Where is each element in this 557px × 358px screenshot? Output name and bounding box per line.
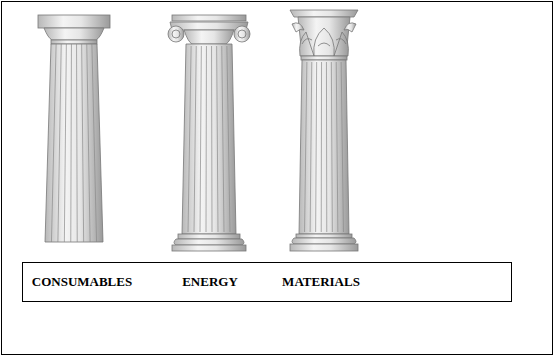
- flute: [200, 46, 201, 232]
- flute: [70, 44, 72, 242]
- flute: [76, 44, 78, 242]
- flute: [310, 62, 312, 232]
- flute: [206, 46, 207, 232]
- flute: [188, 46, 191, 232]
- ionic-column: [168, 15, 250, 251]
- leaf-tips: [302, 39, 346, 46]
- flute: [222, 46, 224, 232]
- volute-eye: [238, 30, 246, 38]
- base-fillet: [178, 234, 240, 239]
- corinthian-column: [290, 10, 358, 251]
- flute: [227, 46, 230, 232]
- flute: [331, 62, 332, 232]
- echinus: [184, 30, 234, 44]
- flute: [82, 44, 84, 242]
- flute: [87, 44, 90, 242]
- flute: [316, 62, 317, 232]
- plinth: [290, 244, 358, 251]
- flute: [58, 44, 61, 242]
- label-box: CONSUMABLES ENERGY MATERIALS: [22, 262, 512, 302]
- flute: [326, 62, 327, 232]
- doric-shaft: [45, 44, 103, 242]
- flute: [217, 46, 218, 232]
- torus: [292, 238, 356, 244]
- bell-capital: [298, 17, 350, 56]
- volute-eye: [172, 30, 180, 38]
- doric-column: [38, 15, 110, 242]
- flute: [194, 46, 196, 232]
- volute: [168, 26, 184, 42]
- column-label: MATERIALS: [282, 274, 360, 290]
- flute: [211, 46, 212, 232]
- plinth: [172, 245, 246, 251]
- ionic-shaft: [182, 44, 236, 234]
- astragal: [301, 56, 347, 60]
- flute: [321, 62, 322, 232]
- acanthus-leaves: [300, 28, 349, 56]
- flute: [341, 62, 343, 232]
- flute: [336, 62, 338, 232]
- echinus: [44, 28, 104, 40]
- flute: [305, 62, 307, 232]
- corner-volute: [292, 23, 304, 32]
- abacus: [290, 10, 358, 17]
- abacus: [172, 15, 246, 21]
- column-label: ENERGY: [182, 274, 238, 290]
- base-fillet: [296, 234, 352, 238]
- abacus: [38, 15, 110, 28]
- flute: [92, 44, 97, 242]
- corinthian-shaft: [299, 60, 349, 234]
- column-label: CONSUMABLES: [32, 274, 132, 290]
- necking: [51, 40, 97, 44]
- corner-volute: [344, 23, 356, 32]
- volute: [234, 26, 250, 42]
- torus: [174, 239, 244, 245]
- flute: [51, 44, 56, 242]
- flute: [64, 44, 66, 242]
